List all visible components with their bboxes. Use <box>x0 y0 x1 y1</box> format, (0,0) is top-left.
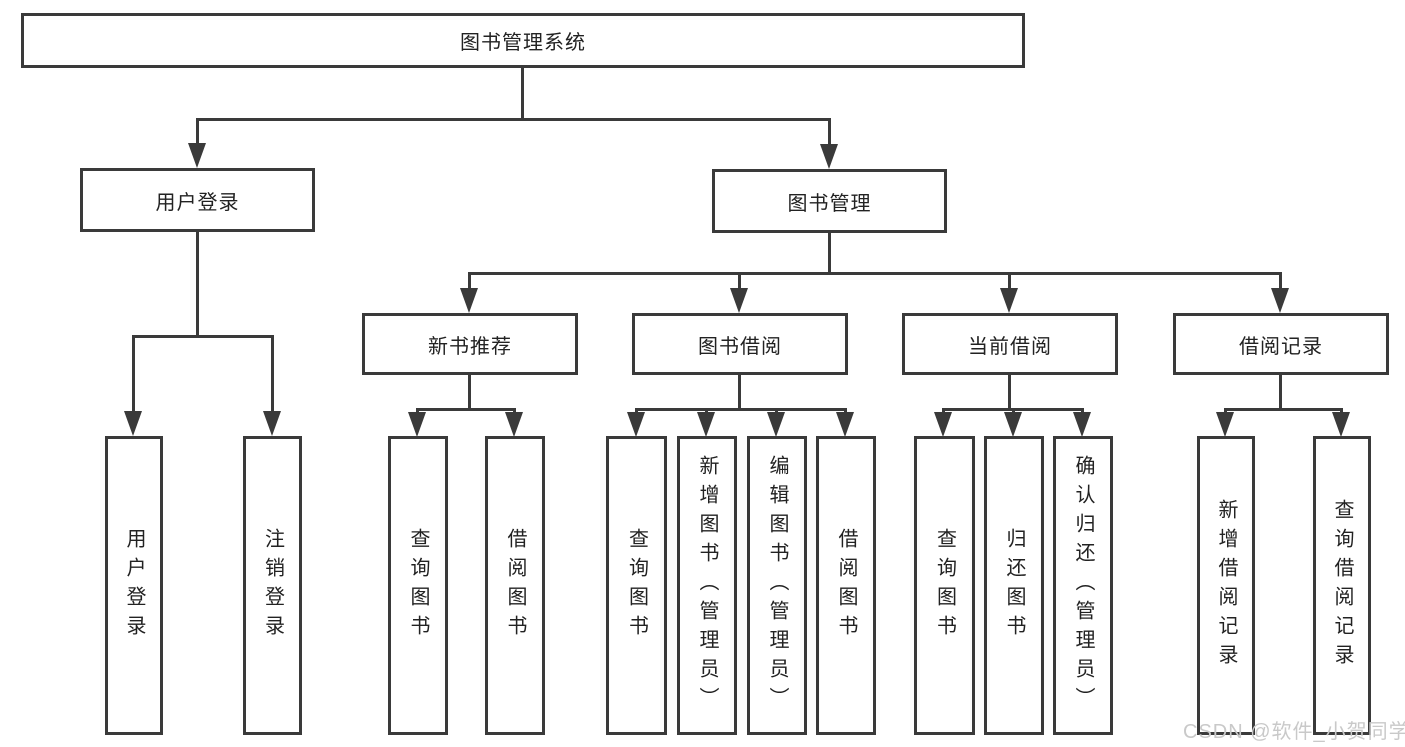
arrowhead-down-icon <box>1000 288 1018 313</box>
leaf-query-book-current: 查询图书 <box>914 436 975 735</box>
leaf-label: 借阅图书 <box>835 527 857 644</box>
connector-borrowrecord-stem <box>1279 375 1282 411</box>
node-label: 图书借阅 <box>698 335 782 358</box>
leaf-add-borrow-record: 新增借阅记录 <box>1197 436 1255 735</box>
arrowhead-down-icon <box>1004 412 1022 437</box>
leaf-label: 查询图书 <box>625 527 648 644</box>
node-label: 图书管理系统 <box>460 32 586 54</box>
arrowhead-down-icon <box>408 412 426 437</box>
connector-bookborrow-stem <box>738 375 741 411</box>
node-label: 图书管理 <box>787 192 872 215</box>
leaf-borrow-book-recommend: 借阅图书 <box>485 436 545 735</box>
arrowhead-down-icon <box>1216 412 1234 437</box>
arrowhead-down-icon <box>460 288 478 313</box>
node-label: 用户登录 <box>155 191 240 214</box>
connector-stub <box>271 335 274 415</box>
leaf-edit-book-admin: 编辑图书（管理员） <box>747 436 807 735</box>
connector-stub <box>1008 272 1011 292</box>
leaf-label: 确认归还（管理员） <box>1072 455 1094 716</box>
arrowhead-down-icon <box>627 412 645 437</box>
leaf-logout: 注销登录 <box>243 436 302 735</box>
node-book-borrow: 图书借阅 <box>632 313 848 375</box>
connector-stub <box>132 335 135 415</box>
arrowhead-down-icon <box>124 411 142 436</box>
connector-stub <box>738 272 741 292</box>
node-label: 借阅记录 <box>1239 335 1323 358</box>
connector-stub <box>196 118 199 148</box>
arrowhead-down-icon <box>263 411 281 436</box>
leaf-confirm-return-admin: 确认归还（管理员） <box>1053 436 1113 735</box>
arrowhead-down-icon <box>1073 412 1091 437</box>
node-new-book-recommend: 新书推荐 <box>362 313 578 375</box>
node-system-root: 图书管理系统 <box>21 13 1025 68</box>
leaf-label: 归还图书 <box>1003 527 1025 644</box>
leaf-user-login: 用户登录 <box>105 436 163 735</box>
arrowhead-down-icon <box>836 412 854 437</box>
leaf-label: 借阅图书 <box>504 527 526 644</box>
leaf-label: 注销登录 <box>261 527 284 644</box>
leaf-return-book: 归还图书 <box>984 436 1044 735</box>
arrowhead-down-icon <box>188 143 206 168</box>
node-current-borrow: 当前借阅 <box>902 313 1118 375</box>
leaf-label: 查询借阅记录 <box>1331 498 1353 673</box>
connector-bookborrow-rail <box>635 408 847 411</box>
csdn-watermark: CSDN @软件_小贺同学 <box>1183 721 1405 743</box>
leaf-query-book-recommend: 查询图书 <box>388 436 448 735</box>
arrowhead-down-icon <box>1332 412 1350 437</box>
leaf-query-book-borrow: 查询图书 <box>606 436 667 735</box>
leaf-label: 用户登录 <box>123 527 145 644</box>
leaf-label: 编辑图书（管理员） <box>766 455 788 716</box>
connector-root-stem <box>521 68 524 121</box>
node-book-management: 图书管理 <box>712 169 947 233</box>
node-user-login: 用户登录 <box>80 168 315 232</box>
connector-userlogin-stem <box>196 232 199 338</box>
node-label: 当前借阅 <box>968 335 1052 358</box>
leaf-label: 查询图书 <box>933 527 956 644</box>
arrowhead-down-icon <box>934 412 952 437</box>
arrowhead-down-icon <box>1271 288 1289 313</box>
arrowhead-down-icon <box>697 412 715 437</box>
leaf-label: 查询图书 <box>407 527 429 644</box>
leaf-add-book-admin: 新增图书（管理员） <box>677 436 737 735</box>
connector-newbook-stem <box>468 375 471 411</box>
connector-newbook-rail <box>416 408 516 411</box>
arrowhead-down-icon <box>767 412 785 437</box>
leaf-borrow-book: 借阅图书 <box>816 436 876 735</box>
leaf-query-borrow-record: 查询借阅记录 <box>1313 436 1371 735</box>
connector-stub <box>468 272 471 292</box>
connector-bookmgmt-stem <box>828 233 831 275</box>
leaf-label: 新增图书（管理员） <box>696 455 718 716</box>
arrowhead-down-icon <box>820 144 838 169</box>
connector-stub <box>828 118 831 148</box>
node-borrow-record: 借阅记录 <box>1173 313 1389 375</box>
connector-currentborrow-stem <box>1008 375 1011 411</box>
connector-root-rail <box>196 118 831 121</box>
connector-userlogin-rail <box>132 335 273 338</box>
leaf-label: 新增借阅记录 <box>1215 498 1237 673</box>
connector-bookmgmt-rail <box>468 272 1282 275</box>
node-label: 新书推荐 <box>428 335 512 358</box>
connector-borrowrecord-rail <box>1224 408 1342 411</box>
arrowhead-down-icon <box>730 288 748 313</box>
connector-stub <box>1279 272 1282 292</box>
arrowhead-down-icon <box>505 412 523 437</box>
